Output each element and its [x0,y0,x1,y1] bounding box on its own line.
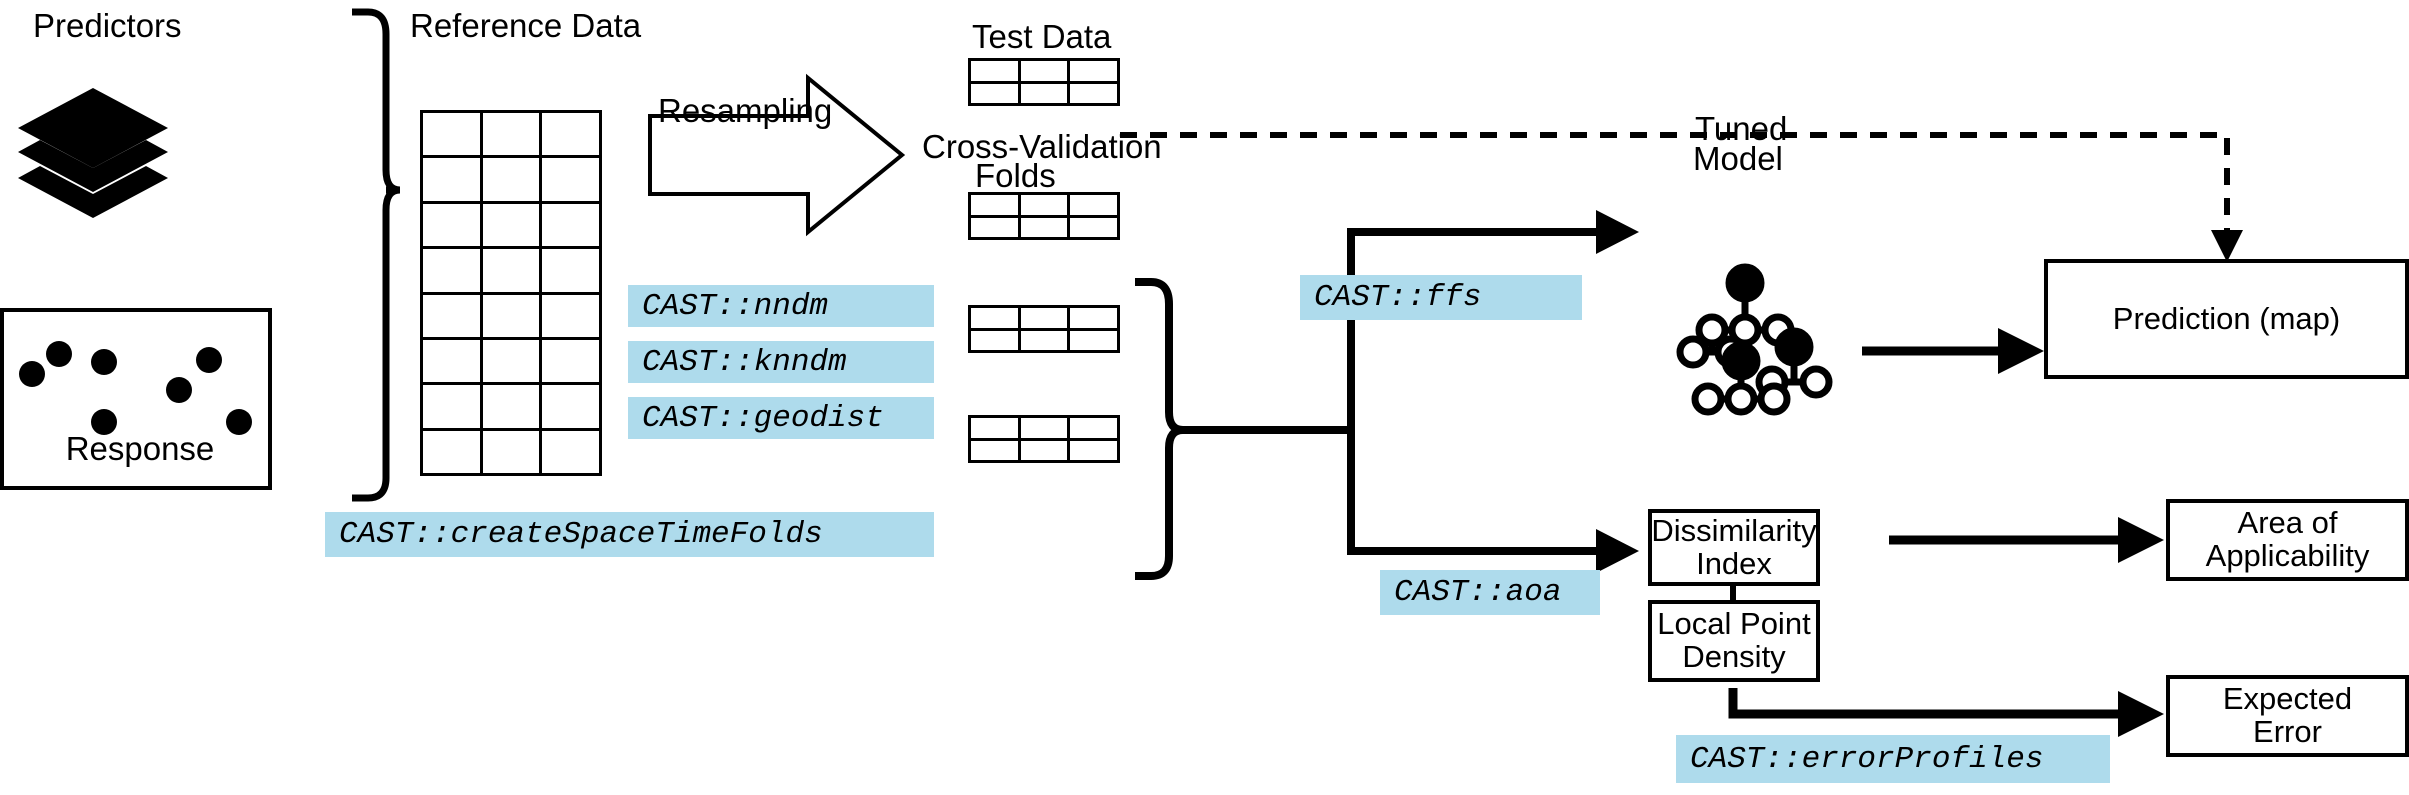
tuned-model-label-line2: Model [1693,140,1783,177]
test-data-table [968,58,1120,106]
table-cell [423,203,480,247]
area-of-applicability-box: Area of Applicability [2166,499,2409,581]
dissimilarity-index-line2: Index [1696,545,1772,581]
table-cell [423,339,480,383]
table-cell [423,113,480,156]
cv-folds-label-line2: Folds [975,157,1056,194]
local-point-density-box: Local Point Density [1648,600,1820,682]
table-cell [482,339,540,383]
table-cell [423,385,480,428]
lpd-to-expected-error-connector [1728,688,2164,737]
table-cell [482,158,540,201]
code-label-knndm: CAST::knndm [628,341,934,383]
response-label: Response [65,430,215,467]
local-point-density-line1: Local Point [1657,606,1811,642]
table-cell [1020,418,1068,438]
code-label-ffs: CAST::ffs [1300,275,1582,320]
table-cell [1020,61,1068,81]
code-label-geodist: CAST::geodist [628,397,934,439]
cv-fold-table-3 [968,415,1120,463]
code-label-aoa: CAST::aoa [1380,570,1600,615]
expected-error-line1: Expected [2222,681,2353,717]
cv-folds-label-line1: Cross-Validation [922,128,1162,165]
code-label-nndm: CAST::nndm [628,285,934,327]
table-cell [1020,83,1068,103]
prediction-map-label: Prediction (map) [2112,300,2341,336]
table-cell [482,430,540,473]
area-of-applicability-line1: Area of [2237,505,2338,541]
table-cell [423,158,480,201]
table-cell [423,294,480,337]
table-cell [542,294,599,337]
table-cell [971,83,1018,103]
predictors-label: Predictors [33,7,182,44]
table-cell [971,418,1018,438]
dissimilarity-index-box: Dissimilarity Index [1648,509,1820,586]
table-cell [971,61,1018,81]
table-cell [542,249,599,292]
area-of-applicability-line2: Applicability [2205,538,2370,573]
table-cell [542,339,599,383]
test-data-to-prediction-connector [1120,132,2243,262]
dissimilarity-index-line1: Dissimilarity [1651,512,1817,548]
table-cell [542,113,599,156]
table-cell [971,330,1018,350]
model-to-prediction-connector [1862,328,2044,374]
code-label-create-space-time-folds: CAST::createSpaceTimeFolds [325,512,934,557]
response-box: Response [0,308,272,490]
reference-data-table [420,110,602,476]
table-cell [1070,195,1117,215]
table-cell [542,158,599,201]
random-forest-tree-icon [1676,263,1833,416]
table-cell [971,217,1018,237]
cv-fold-table-2 [968,305,1120,353]
table-cell [971,195,1018,215]
table-cell [1020,440,1068,460]
table-cell [1070,440,1117,460]
table-cell [971,308,1018,328]
table-cell [542,430,599,473]
cv-folds-brace [1135,278,1184,580]
table-cell [1070,308,1117,328]
table-cell [542,385,599,428]
table-cell [1020,195,1068,215]
table-cell [482,113,540,156]
table-cell [1070,61,1117,81]
table-cell [1020,217,1068,237]
di-to-aoa-connector [1889,517,2164,563]
table-cell [423,249,480,292]
table-cell [1020,308,1068,328]
table-cell [1020,330,1068,350]
table-cell [482,294,540,337]
block-arrow-right-icon [648,73,906,237]
table-cell [482,385,540,428]
reference-data-label: Reference Data [410,7,642,44]
scatter-points-icon [19,341,252,435]
expected-error-box: Expected Error [2166,675,2409,757]
cv-folds-split-connector [1183,210,1639,573]
test-data-label: Test Data [972,18,1112,55]
table-cell [423,430,480,473]
table-cell [542,203,599,247]
table-cell [482,249,540,292]
cv-fold-table-1 [968,192,1120,240]
table-cell [971,440,1018,460]
prediction-map-box: Prediction (map) [2044,259,2409,379]
table-cell [1070,330,1117,350]
resampling-label: Resampling [658,92,833,129]
table-cell [1070,217,1117,237]
local-point-density-line2: Density [1682,639,1786,674]
table-cell [1070,418,1117,438]
tuned-model-label-line1: Tuned [1695,110,1788,147]
table-cell [482,203,540,247]
expected-error-line2: Error [2253,714,2322,749]
reference-data-brace [352,8,401,502]
layers-stack-icon [18,88,168,218]
table-cell [1070,83,1117,103]
code-label-error-profiles: CAST::errorProfiles [1676,735,2110,783]
